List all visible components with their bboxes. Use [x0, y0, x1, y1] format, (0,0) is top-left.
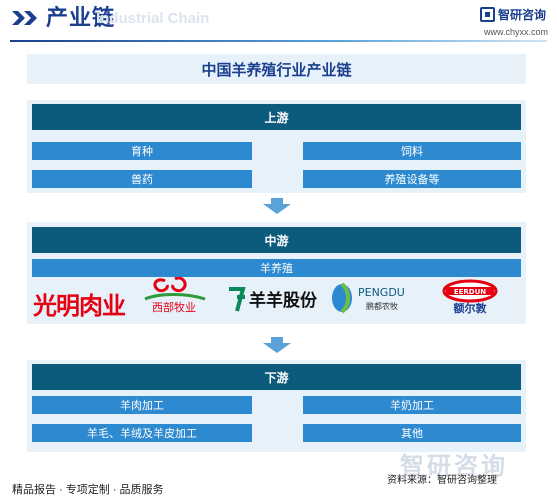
eerdun-sub: 额尔敦: [454, 301, 488, 315]
brand-logo-icon: [480, 7, 495, 22]
pengdu-text: PENGDU: [358, 286, 405, 299]
upstream-label: 上游: [32, 104, 521, 130]
pengdu-sub: 鹏都农牧: [366, 301, 398, 311]
midstream-section: 中游 羊养殖: [27, 222, 526, 324]
footer-tagline: 精品报告 · 专项定制 · 品质服务: [12, 484, 164, 496]
brand: 智研咨询: [480, 6, 546, 23]
midstream-label: 中游: [32, 227, 521, 253]
downstream-item: 羊毛、羊绒及羊皮加工: [32, 424, 252, 442]
downstream-section: 下游 羊肉加工 羊奶加工 羊毛、羊绒及羊皮加工 其他: [27, 360, 526, 452]
upstream-item: 饲料: [303, 142, 521, 160]
xibu-muye-logo: 西部牧业: [144, 277, 206, 314]
pengdu-logo: PENGDU 鹏都农牧: [332, 282, 405, 314]
yangyang-text: 羊羊股份: [249, 290, 318, 311]
guangming-logo: 光明肉业: [33, 292, 126, 320]
upstream-item: 育种: [32, 142, 252, 160]
arrow-down-icon: [263, 198, 291, 214]
eerdun-logo: EERDUN 额尔敦: [442, 279, 498, 315]
midstream-item: 羊养殖: [32, 259, 521, 277]
upstream-item: 养殖设备等: [303, 170, 521, 188]
downstream-item: 其他: [303, 424, 521, 442]
eerdun-text: EERDUN: [454, 288, 486, 296]
upstream-item: 兽药: [32, 170, 252, 188]
double-chevron-icon: [12, 11, 37, 25]
page-header: 产业链 Industrial Chain 智研咨询 www.chyxx.com: [0, 0, 557, 44]
yangyang-logo: 羊羊股份: [229, 287, 318, 312]
header-divider: [10, 40, 547, 42]
source-note: 资料来源：智研咨询整理: [387, 475, 497, 486]
downstream-label: 下游: [32, 364, 521, 390]
page-title: 产业链: [46, 5, 116, 30]
diagram-title: 中国羊养殖行业产业链: [27, 54, 526, 84]
footer-watermark: 智研咨询: [400, 453, 508, 480]
brand-name: 智研咨询: [498, 8, 547, 22]
arrow-down-icon: [263, 337, 291, 353]
page-subtitle: Industrial Chain: [96, 10, 210, 27]
upstream-section: 上游 育种 饲料 兽药 养殖设备等: [27, 100, 526, 193]
downstream-item: 羊肉加工: [32, 396, 252, 414]
brand-url: www.chyxx.com: [484, 27, 549, 37]
xibu-text: 西部牧业: [152, 300, 196, 314]
downstream-item: 羊奶加工: [303, 396, 521, 414]
